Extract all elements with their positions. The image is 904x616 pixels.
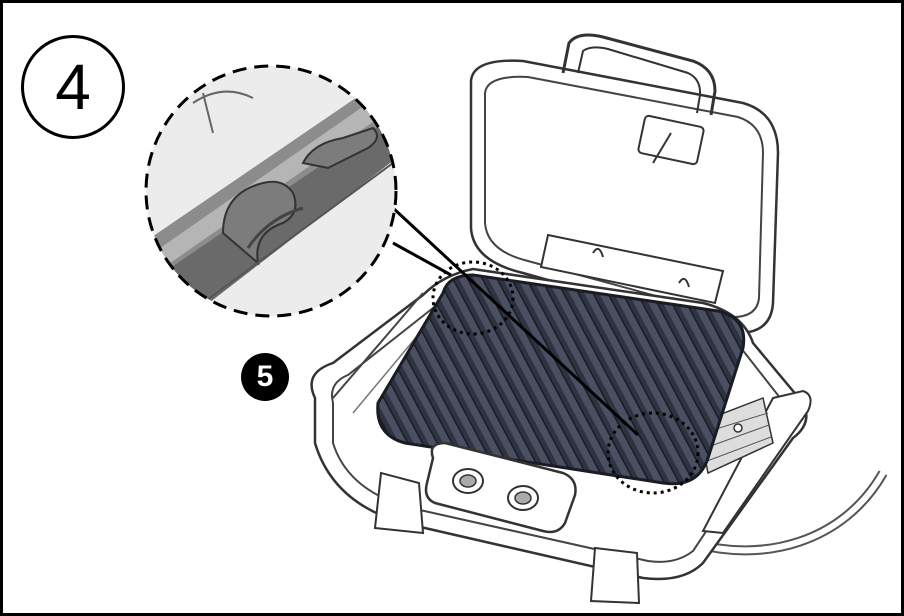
leader-line-1 xyxy=(391,206,640,437)
step-number: 4 xyxy=(21,35,125,139)
knob-left-icon xyxy=(452,468,484,494)
zoom-detail-circle xyxy=(144,64,398,318)
highlight-circle-bottom-right xyxy=(606,411,700,495)
cooking-grate xyxy=(376,273,746,486)
control-panel xyxy=(424,441,577,534)
knob-right-icon xyxy=(507,485,539,511)
highlight-circle-top-left xyxy=(431,260,515,336)
leader-line-2 xyxy=(392,241,452,277)
grill-illustration xyxy=(144,33,888,605)
callout-number-badge: 5 xyxy=(241,353,289,401)
grill-lid xyxy=(469,33,780,335)
